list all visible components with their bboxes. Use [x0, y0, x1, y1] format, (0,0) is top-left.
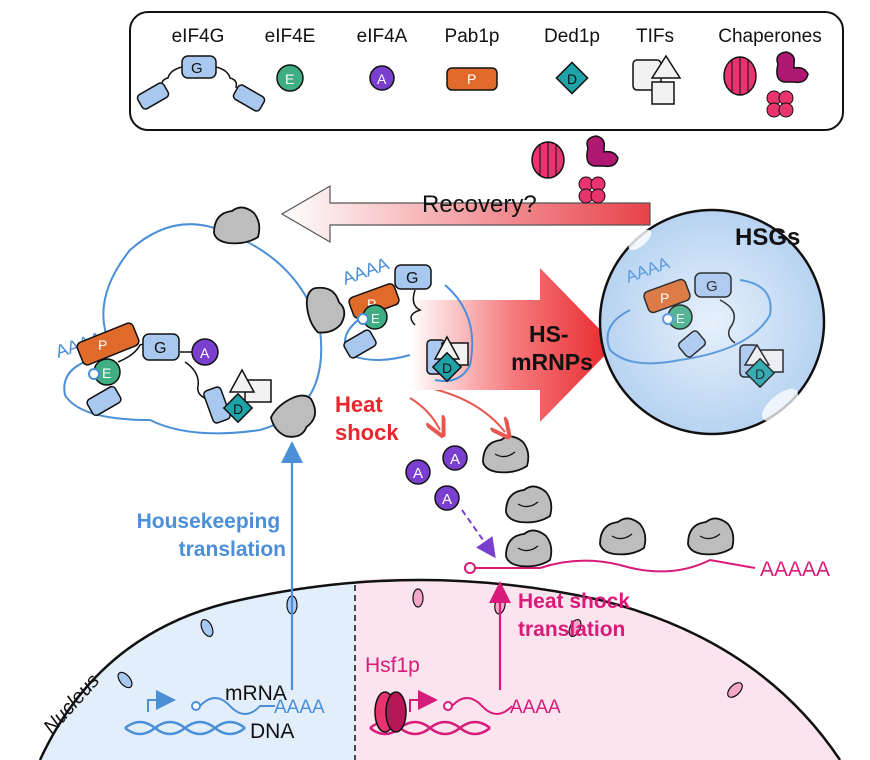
hs-mrna-polysome — [464, 558, 756, 574]
ribosome — [269, 394, 316, 438]
housekeeping-label: Housekeeping translation — [137, 510, 286, 561]
release-arrow — [409, 397, 440, 430]
recovery-label: Recovery? — [422, 191, 537, 218]
mrna-right — [443, 697, 513, 715]
svg-text:G: G — [191, 60, 203, 77]
nucleus — [38, 578, 842, 760]
svg-text:A: A — [200, 345, 210, 361]
svg-text:D: D — [233, 401, 243, 417]
hs-translation-label: Heat shock translation — [518, 590, 636, 641]
svg-text:AAAA: AAAA — [340, 254, 392, 289]
dna-label: DNA — [250, 720, 294, 743]
legend-label-eIF4A: eIF4A — [357, 26, 408, 47]
legend-eIF4A-icon: A — [369, 65, 395, 91]
legend-Chaperones-icon — [723, 51, 809, 118]
closed-loop-mrna — [63, 223, 323, 435]
ribosome — [482, 435, 530, 474]
legend-TIFs-icon — [632, 54, 682, 105]
svg-text:E: E — [102, 365, 111, 381]
legend-label-Ded1p: Ded1p — [544, 26, 600, 47]
eIF4A-recruit-arrow — [461, 509, 496, 559]
hsgs-label: HSGs — [735, 224, 800, 251]
svg-text:P: P — [660, 290, 669, 306]
legend-label-Chaperones: Chaperones — [718, 26, 822, 47]
svg-text:E: E — [371, 311, 380, 326]
svg-text:P: P — [467, 71, 476, 87]
mrnp-in-hsg: AAAA P G E D — [606, 253, 784, 389]
svg-text:A: A — [413, 465, 423, 482]
svg-text:A: A — [442, 491, 452, 508]
legend-label-eIF4E: eIF4E — [265, 26, 316, 47]
eIF4A-free: A A A — [405, 445, 468, 511]
svg-text:G: G — [154, 340, 166, 357]
svg-text:G: G — [706, 278, 718, 295]
svg-text:P: P — [367, 296, 376, 312]
polyA-hs-mrna: AAAAA — [760, 558, 830, 581]
polyA-nuclear-right: AAAA — [510, 697, 561, 718]
svg-text:D: D — [755, 366, 765, 382]
legend-eIF4E-icon: E — [276, 64, 304, 92]
ribosome — [213, 206, 261, 245]
hsf1p-label: Hsf1p — [365, 654, 420, 677]
svg-text:P: P — [98, 337, 107, 353]
heat-shock-label: Heat shock — [335, 392, 399, 445]
hsf1p-protein — [374, 691, 407, 733]
svg-text:D: D — [442, 360, 452, 376]
ribosome — [305, 286, 346, 334]
mrnp-middle: AAAA P G E D — [340, 254, 474, 383]
svg-text:E: E — [285, 71, 294, 87]
svg-text:A: A — [450, 451, 460, 468]
legend-eIF4G-icon: G — [136, 55, 266, 112]
legend: eIF4G eIF4E eIF4A Pab1p Ded1p TIFs Chape… — [129, 11, 844, 131]
ribosome — [505, 485, 553, 524]
svg-text:D: D — [567, 71, 577, 87]
release-arrow — [429, 387, 505, 432]
legend-Pab1p-icon: P — [446, 67, 498, 91]
legend-label-eIF4G: eIF4G — [172, 26, 225, 47]
closed-loop-complex: P E G A D — [76, 322, 272, 424]
legend-label-TIFs: TIFs — [636, 26, 674, 47]
legend-label-Pab1p: Pab1p — [445, 26, 500, 47]
legend-Ded1p-icon: D — [555, 61, 589, 95]
mrna-label: mRNA — [225, 682, 287, 705]
mrna-left — [191, 697, 275, 715]
dna-left — [124, 690, 246, 736]
svg-text:A: A — [377, 71, 387, 87]
ribosome — [687, 517, 735, 556]
hs-mrnp-arrow — [410, 268, 615, 422]
hs-mrnps-label: HS- mRNPs — [511, 321, 593, 375]
svg-text:E: E — [676, 311, 685, 326]
ribosome — [505, 529, 553, 568]
polyA-nuclear-left: AAAA — [274, 697, 325, 718]
ribosome — [599, 517, 647, 556]
svg-text:G: G — [406, 270, 418, 287]
chaperone-cluster-top — [531, 135, 619, 204]
